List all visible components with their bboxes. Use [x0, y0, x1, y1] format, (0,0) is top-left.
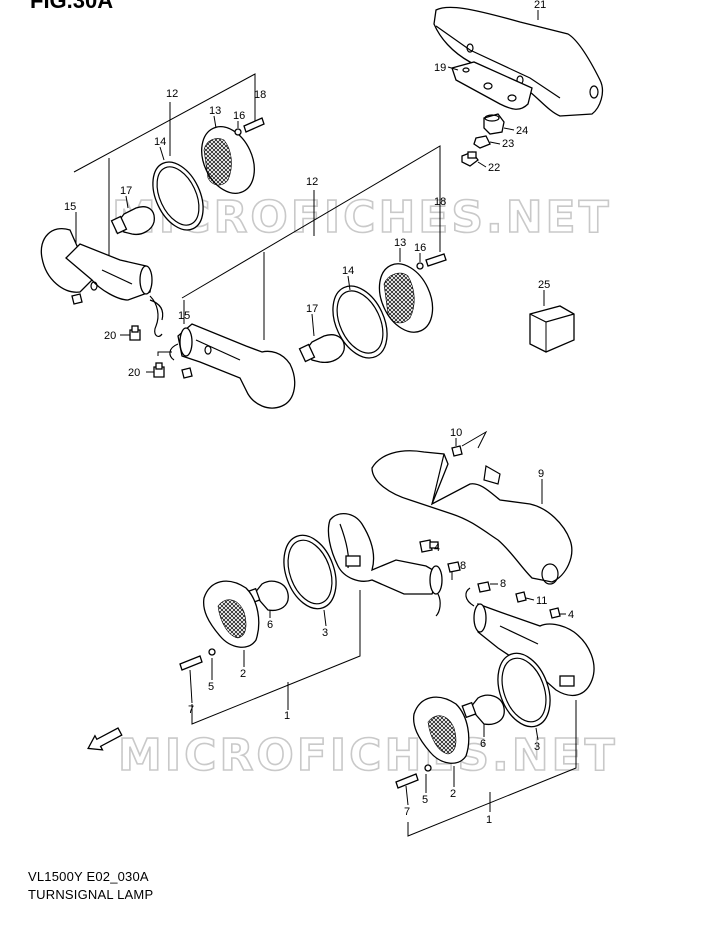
callout-20-top: 20 — [104, 330, 116, 342]
turnsignal-front-left-assembly — [179, 513, 461, 725]
callout-5-right: 5 — [422, 794, 428, 806]
callout-16-mid: 16 — [414, 242, 426, 254]
callout-4-bottom: 4 — [568, 609, 574, 621]
callout-14-top: 14 — [154, 136, 166, 148]
callout-24: 24 — [516, 125, 528, 137]
callout-15-mid: 15 — [178, 310, 190, 322]
callout-25: 25 — [538, 279, 550, 291]
callout-5-left: 5 — [208, 681, 214, 693]
callout-11: 11 — [536, 595, 547, 607]
callout-15-top: 15 — [64, 201, 76, 213]
callout-6-left: 6 — [267, 619, 273, 631]
relay-25 — [529, 305, 575, 353]
callout-18-mid: 18 — [434, 196, 446, 208]
callout-8-top: 8 — [460, 560, 466, 572]
figure-title: FIG.30A — [30, 0, 114, 13]
bracket-9 — [371, 450, 573, 585]
callout-16-top: 16 — [233, 110, 245, 122]
bolt-20-top — [129, 325, 141, 341]
callout-19: 19 — [434, 62, 446, 74]
callout-6-right: 6 — [480, 738, 486, 750]
callout-7-right: 7 — [404, 806, 410, 818]
callout-7-left: 7 — [188, 704, 194, 716]
turnsignal-rear-left-assembly — [40, 73, 265, 338]
diagram-code: VL1500Y E02_030A — [28, 869, 149, 884]
callout-13-top: 13 — [209, 105, 221, 117]
callout-12-mid: 12 — [306, 176, 318, 188]
bolt-20-mid — [153, 362, 165, 378]
callout-1-right: 1 — [486, 814, 492, 826]
watermark-bottom: MICROFICHES.NET — [118, 730, 618, 781]
bolt-22 — [461, 151, 479, 167]
callout-3-right: 3 — [534, 741, 540, 753]
nut-23 — [473, 135, 491, 149]
turnsignal-rear-right-assembly — [157, 145, 447, 409]
callout-20-mid: 20 — [128, 367, 140, 379]
callout-9: 9 — [538, 468, 544, 480]
callout-4-top: 4 — [434, 542, 440, 554]
callout-14-mid: 14 — [342, 265, 354, 277]
plate-19 — [451, 61, 533, 110]
callout-3-left: 3 — [322, 627, 328, 639]
bolt-10 — [451, 445, 463, 457]
callout-2-right: 2 — [450, 788, 456, 800]
bracket-21 — [433, 6, 604, 117]
callout-1-left: 1 — [284, 710, 290, 722]
callout-18-top: 18 — [254, 89, 266, 101]
callout-21: 21 — [534, 0, 546, 11]
diagram-name: TURNSIGNAL LAMP — [28, 887, 154, 902]
callout-13-mid: 13 — [394, 237, 406, 249]
callout-10: 10 — [450, 427, 462, 439]
callout-23: 23 — [502, 138, 514, 150]
callout-17-top: 17 — [120, 185, 132, 197]
callout-22: 22 — [488, 162, 500, 174]
callout-12-top: 12 — [166, 88, 178, 100]
callout-2-left: 2 — [240, 668, 246, 680]
turnsignal-front-right-assembly — [395, 581, 595, 837]
grommet-24 — [483, 113, 505, 135]
callout-17-mid: 17 — [306, 303, 318, 315]
callout-8-bottom: 8 — [500, 578, 506, 590]
